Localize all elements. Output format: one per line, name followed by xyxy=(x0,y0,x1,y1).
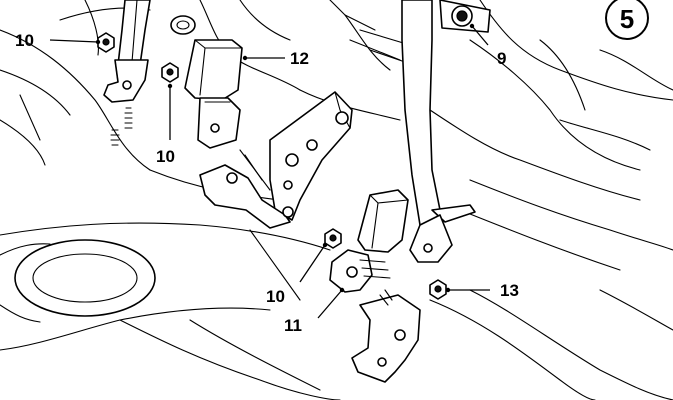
nut-10-upper-left xyxy=(97,32,115,53)
callout-10-middle: 10 xyxy=(156,147,175,166)
nut-10-middle xyxy=(161,62,179,83)
bracket-11 xyxy=(329,249,391,293)
buckle-lower xyxy=(357,189,409,253)
page-number-badge: 5 xyxy=(605,0,649,40)
nut-13 xyxy=(429,279,447,300)
left-spring-bolt xyxy=(110,107,133,146)
callout-10-top-left: 10 xyxy=(15,31,34,50)
buckle-12 xyxy=(184,39,243,149)
callout-9: 9 xyxy=(497,49,506,68)
callout-12: 12 xyxy=(290,49,309,68)
left-belt-strap xyxy=(117,0,151,66)
floor-anchor-plate xyxy=(351,289,421,383)
center-bracket-plate xyxy=(269,91,353,221)
nut-10-lower xyxy=(324,228,342,249)
page-number: 5 xyxy=(620,4,634,34)
callout-10-lower: 10 xyxy=(266,287,285,306)
center-lower-bracket xyxy=(199,149,294,229)
mount-boss xyxy=(170,15,196,35)
callout-11: 11 xyxy=(284,316,302,335)
callout-13: 13 xyxy=(500,281,519,300)
right-belt-strap xyxy=(401,0,476,263)
left-anchor-bracket xyxy=(103,59,149,103)
nut-9 xyxy=(439,0,491,33)
callout-leaders xyxy=(49,23,490,319)
